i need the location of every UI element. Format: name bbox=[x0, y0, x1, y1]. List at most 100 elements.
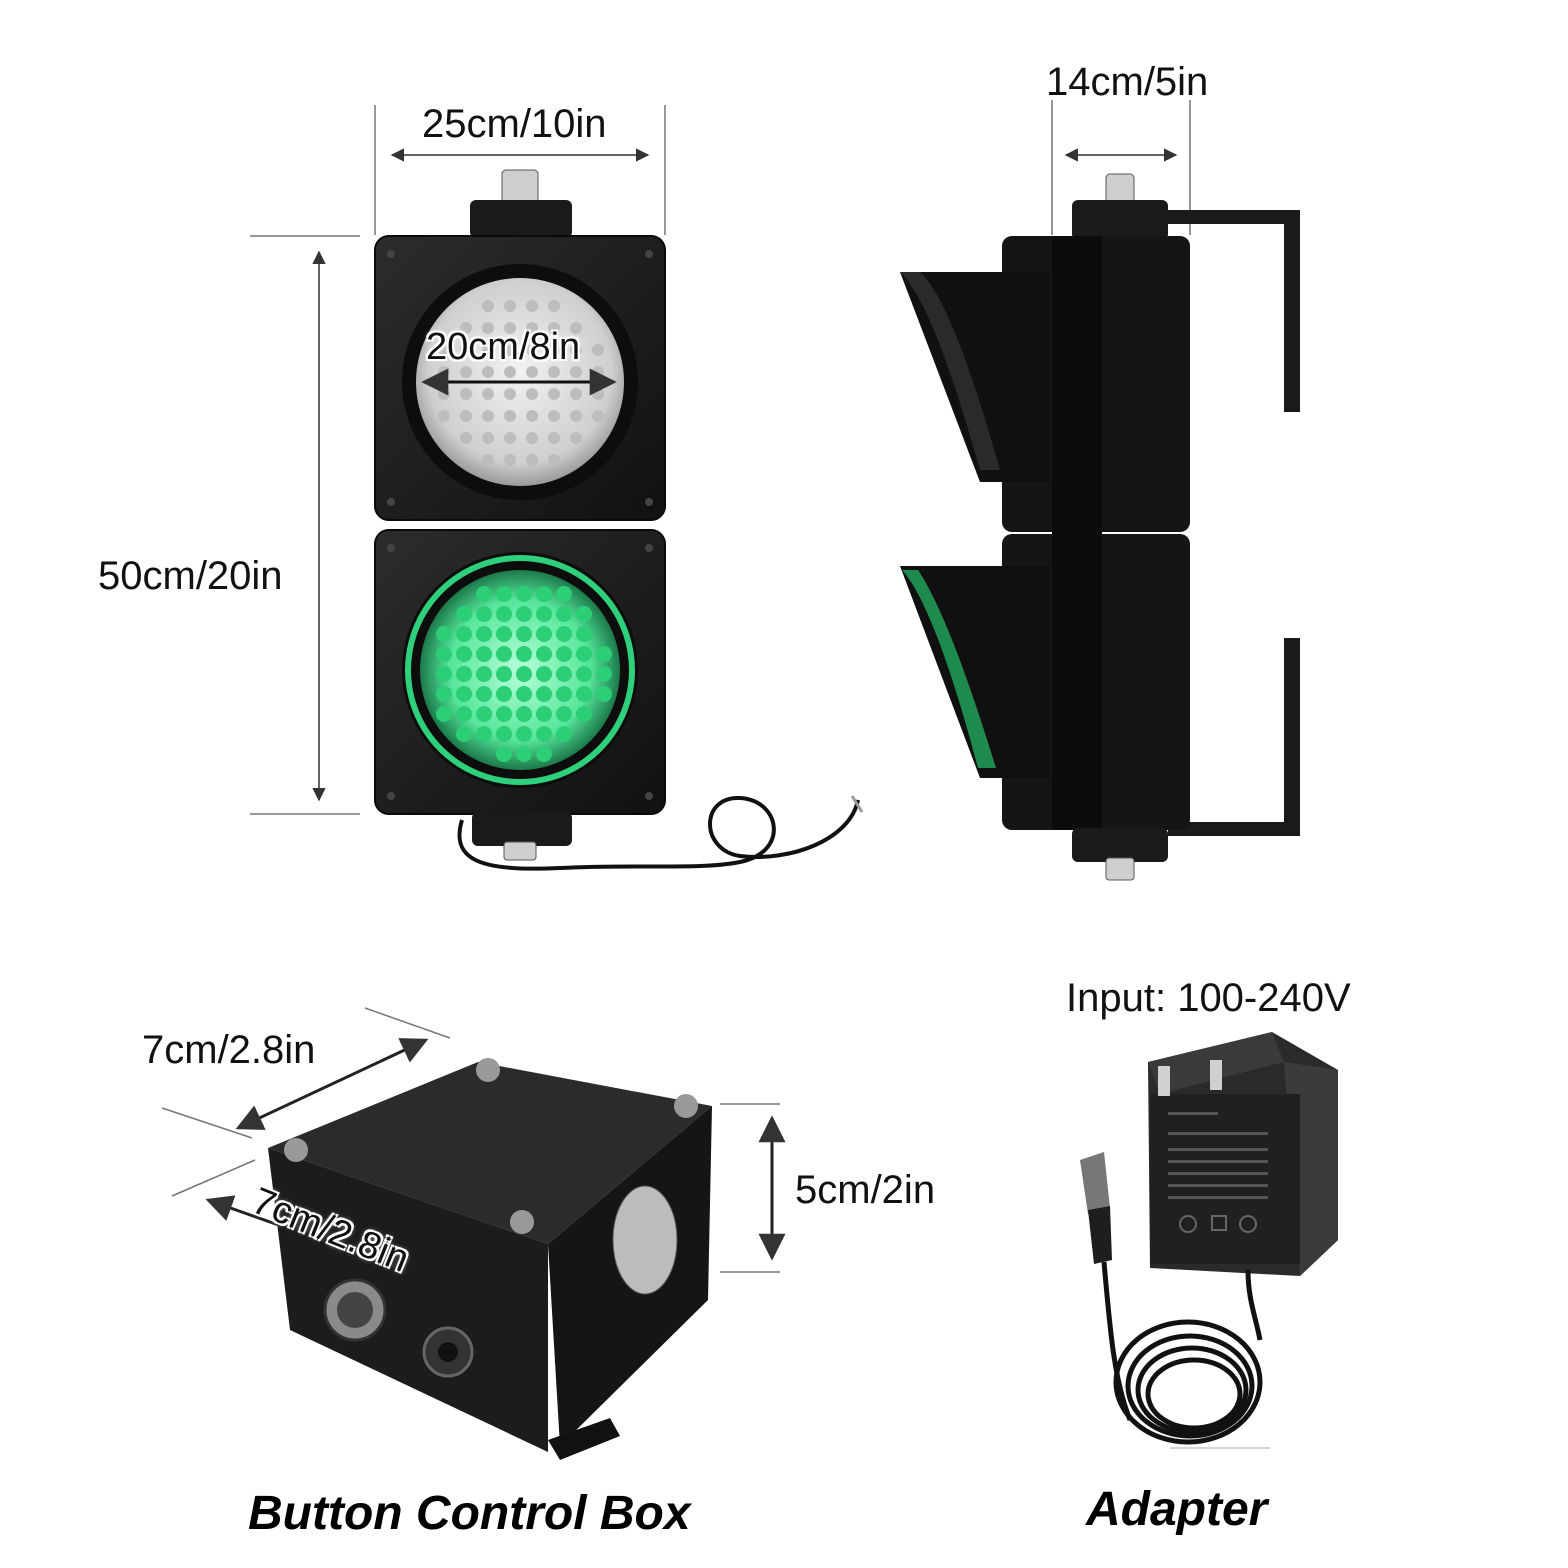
led-dot bbox=[436, 646, 452, 662]
led-dot bbox=[496, 666, 512, 682]
led-dot bbox=[536, 706, 552, 722]
adapter-caption: Adapter bbox=[1086, 1483, 1268, 1536]
led-dot bbox=[570, 410, 582, 422]
led-dot bbox=[548, 344, 560, 356]
led-dot bbox=[436, 666, 452, 682]
led-dot bbox=[504, 388, 516, 400]
led-dot bbox=[476, 726, 492, 742]
led-dot bbox=[548, 388, 560, 400]
led-dot bbox=[482, 300, 494, 312]
led-dot bbox=[496, 726, 512, 742]
led-dot bbox=[526, 432, 538, 444]
led-dot bbox=[526, 410, 538, 422]
led-dot bbox=[516, 646, 532, 662]
led-dot bbox=[482, 432, 494, 444]
led-dot bbox=[496, 606, 512, 622]
led-dot bbox=[438, 388, 450, 400]
led-dot bbox=[526, 300, 538, 312]
led-dot bbox=[536, 686, 552, 702]
led-dot bbox=[476, 666, 492, 682]
led-dot bbox=[436, 686, 452, 702]
led-dot bbox=[476, 586, 492, 602]
top-width-label: 25cm/10in bbox=[422, 102, 607, 146]
led-dot bbox=[576, 706, 592, 722]
led-dot bbox=[556, 606, 572, 622]
led-dot bbox=[516, 626, 532, 642]
led-dot bbox=[548, 300, 560, 312]
led-dot bbox=[536, 626, 552, 642]
adapter-print-line bbox=[1168, 1172, 1268, 1175]
led-dot bbox=[460, 322, 472, 334]
led-dot bbox=[576, 646, 592, 662]
led-dot bbox=[482, 322, 494, 334]
led-dot bbox=[526, 454, 538, 466]
led-dot bbox=[556, 666, 572, 682]
led-dot bbox=[456, 666, 472, 682]
front-dimension-lines bbox=[250, 105, 666, 815]
box-depth-label: 7cm/2.8in bbox=[142, 1028, 316, 1072]
led-dot bbox=[504, 344, 516, 356]
height-label: 50cm/20in bbox=[98, 554, 283, 598]
led-dot bbox=[504, 432, 516, 444]
led-dot bbox=[536, 746, 552, 762]
led-dot bbox=[556, 646, 572, 662]
adapter-print-line bbox=[1168, 1112, 1218, 1115]
led-dot bbox=[504, 454, 516, 466]
led-dot bbox=[516, 586, 532, 602]
box-height-label: 5cm/2in bbox=[795, 1168, 936, 1212]
adapter-print-line bbox=[1168, 1196, 1268, 1199]
led-dot bbox=[496, 586, 512, 602]
adapter-print-line bbox=[1168, 1160, 1268, 1163]
led-dot bbox=[476, 706, 492, 722]
led-dot bbox=[596, 686, 612, 702]
led-dot bbox=[570, 388, 582, 400]
led-dot bbox=[536, 666, 552, 682]
led-dot bbox=[456, 706, 472, 722]
led-dot bbox=[476, 686, 492, 702]
led-dot bbox=[556, 726, 572, 742]
led-dot bbox=[556, 586, 572, 602]
led-dot bbox=[516, 666, 532, 682]
led-dot bbox=[482, 344, 494, 356]
led-dot bbox=[526, 322, 538, 334]
led-dot bbox=[592, 388, 604, 400]
led-dot bbox=[460, 410, 472, 422]
led-dot bbox=[516, 726, 532, 742]
led-dot bbox=[556, 626, 572, 642]
led-dot bbox=[548, 322, 560, 334]
led-dot bbox=[456, 626, 472, 642]
led-dot bbox=[556, 686, 572, 702]
led-dot bbox=[438, 344, 450, 356]
led-dot bbox=[596, 646, 612, 662]
traffic-light-front-icon bbox=[374, 169, 864, 871]
led-dot bbox=[592, 344, 604, 356]
led-dot bbox=[592, 410, 604, 422]
led-dot bbox=[536, 586, 552, 602]
led-dot bbox=[548, 432, 560, 444]
led-dot bbox=[438, 410, 450, 422]
control-box-icon bbox=[268, 1058, 712, 1460]
led-dot bbox=[570, 432, 582, 444]
lens-diameter-label: 20cm/8in bbox=[426, 326, 581, 368]
led-dot bbox=[460, 432, 472, 444]
led-dot bbox=[436, 626, 452, 642]
led-dot bbox=[456, 686, 472, 702]
led-dot bbox=[570, 344, 582, 356]
led-dot bbox=[576, 666, 592, 682]
led-dot bbox=[496, 746, 512, 762]
led-dot bbox=[482, 410, 494, 422]
side-depth-label: 14cm/5in bbox=[1046, 60, 1209, 104]
led-dot bbox=[482, 388, 494, 400]
led-dot bbox=[496, 706, 512, 722]
led-dot bbox=[456, 726, 472, 742]
led-dot bbox=[460, 388, 472, 400]
led-dot bbox=[456, 606, 472, 622]
led-dot bbox=[476, 606, 492, 622]
led-dot bbox=[548, 454, 560, 466]
led-dot bbox=[548, 410, 560, 422]
adapter-print-line bbox=[1168, 1148, 1268, 1151]
control-box-caption: Button Control Box bbox=[248, 1487, 691, 1540]
led-dot bbox=[476, 646, 492, 662]
led-dot bbox=[496, 646, 512, 662]
